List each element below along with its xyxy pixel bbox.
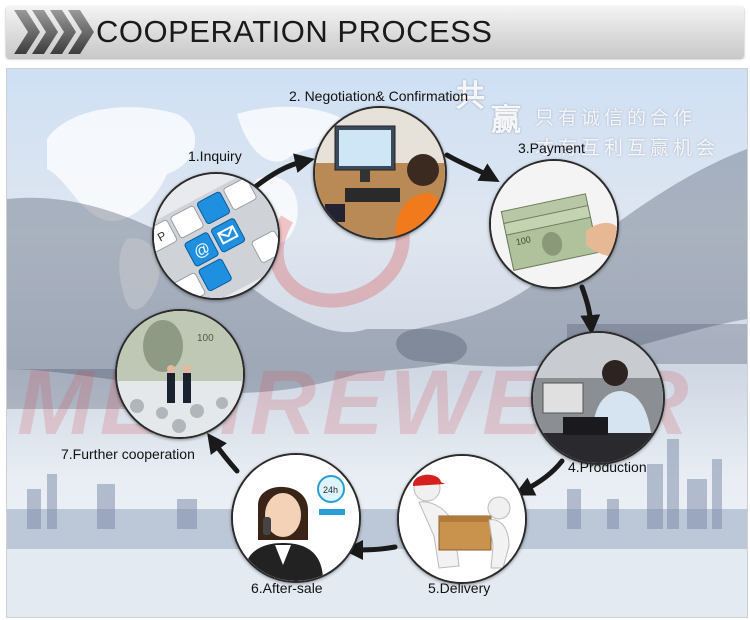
svg-text:100: 100	[515, 234, 532, 247]
step-label-payment: 3.Payment	[518, 140, 585, 156]
computer-worker-icon	[315, 108, 445, 238]
step-label-negotiation: 2. Negotiation& Confirmation	[289, 88, 468, 104]
step-node-payment: 100	[489, 159, 619, 289]
header-bar	[6, 6, 744, 58]
arrow-5-to-6	[343, 539, 398, 560]
step-label-inquiry: 1.Inquiry	[188, 148, 242, 164]
svg-text:24h: 24h	[323, 485, 338, 495]
step-label-after-sale: 6.After-sale	[251, 580, 323, 596]
step-node-after-sale: 24h	[231, 453, 361, 583]
slogan-line-2: 才有互利互赢机会	[535, 138, 720, 159]
chevron-arrows-icon	[14, 10, 94, 54]
page-title: COOPERATION PROCESS	[96, 14, 493, 49]
delivery-man-icon	[399, 456, 525, 582]
header-banner: COOPERATION PROCESS	[0, 0, 750, 64]
slogan-char: 赢	[491, 104, 521, 137]
email-keyboard-icon: @ P	[154, 174, 278, 298]
arrow-1-to-2	[252, 153, 315, 190]
customer-service-icon: 24h	[233, 455, 359, 581]
arrow-3-to-4	[579, 284, 601, 335]
step-label-delivery: 5.Delivery	[428, 580, 491, 596]
step-node-production	[531, 331, 665, 465]
svg-text:@: @	[191, 239, 213, 262]
money-hand-icon: 100	[491, 161, 617, 287]
flow-arrows	[207, 152, 601, 560]
slogan-char: 共	[455, 80, 485, 113]
process-panel: MEMREWEAR 共 赢 只有诚信的合作 才有互利互赢机会 1.Inquiry…	[6, 68, 748, 618]
step-node-further-cooperation: 100	[115, 309, 245, 439]
business-handshake-icon: 100	[117, 311, 243, 437]
step-node-delivery	[397, 454, 527, 584]
arrow-6-to-7	[207, 432, 240, 474]
svg-text:100: 100	[197, 333, 214, 344]
step-label-further-cooperation: 7.Further cooperation	[61, 446, 195, 462]
arrow-2-to-3	[444, 152, 500, 182]
step-node-negotiation	[313, 106, 447, 240]
factory-worker-icon	[533, 333, 663, 463]
arrow-4-to-5	[514, 458, 565, 496]
slogan-line-1: 只有诚信的合作	[535, 108, 697, 129]
step-node-inquiry: @ P	[152, 172, 280, 300]
